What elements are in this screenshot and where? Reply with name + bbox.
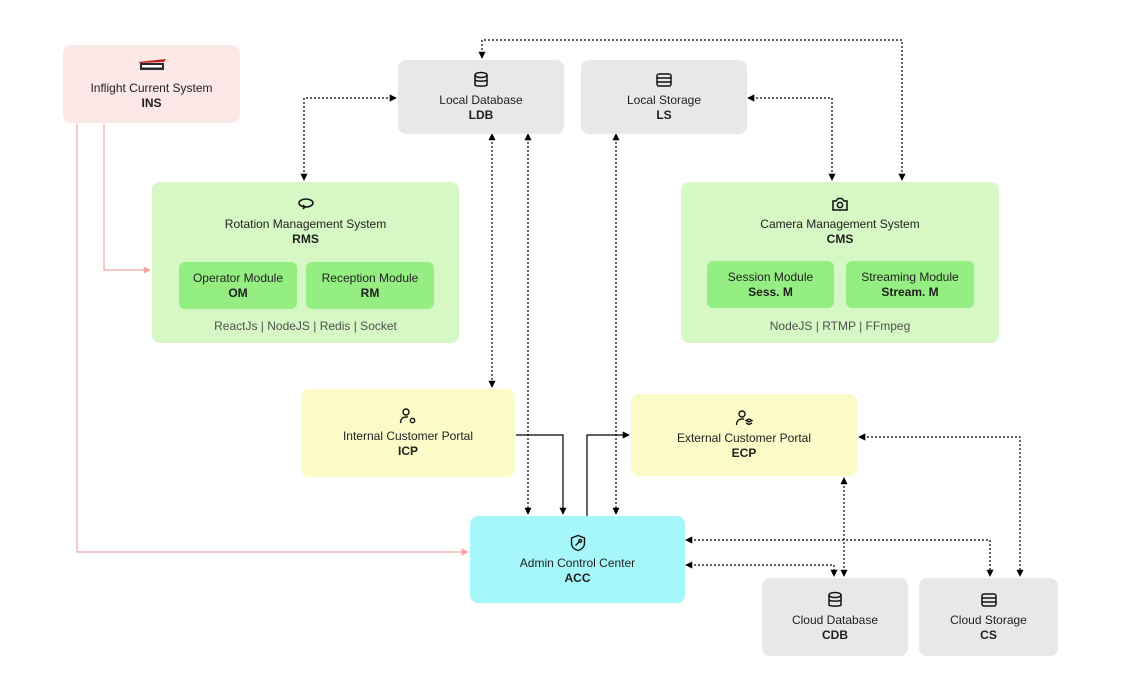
storage-icon xyxy=(980,591,998,609)
database-icon xyxy=(472,71,490,89)
node-cs: Cloud Storage CS xyxy=(919,578,1058,656)
module-code: OM xyxy=(228,285,248,300)
link-ls-cms xyxy=(747,94,836,181)
node-code: LS xyxy=(656,108,672,122)
module-code: Stream. M xyxy=(881,284,939,299)
node-rms: Rotation Management System RMS Operator … xyxy=(152,182,459,343)
node-title: Rotation Management System xyxy=(224,217,387,231)
module-code: RM xyxy=(360,285,380,300)
node-cdb: Cloud Database CDB xyxy=(762,578,908,656)
module-title: Operator Module xyxy=(192,270,284,285)
node-ecp: External Customer Portal ECP xyxy=(631,394,857,476)
link-acc-ecp xyxy=(586,431,630,516)
rotation-icon xyxy=(297,195,315,213)
node-code: LDB xyxy=(468,108,494,122)
node-title: Internal Customer Portal xyxy=(342,429,474,443)
node-ls: Local Storage LS xyxy=(581,60,747,134)
module-code: Sess. M xyxy=(748,284,793,299)
node-title: Inflight Current System xyxy=(90,81,213,95)
admin-wrench-icon xyxy=(569,534,587,552)
module-title: Streaming Module xyxy=(861,269,959,284)
node-code: INS xyxy=(141,96,162,110)
link-acc-cs xyxy=(685,536,994,577)
tech-stack: ReactJs | NodeJS | Redis | Socket xyxy=(214,319,397,333)
storage-icon xyxy=(655,71,673,89)
module-title: Reception Module xyxy=(321,270,419,285)
link-ins-rms xyxy=(103,124,151,274)
module-stream: Streaming Module Stream. M xyxy=(846,261,974,308)
node-code: CDB xyxy=(822,628,848,642)
node-ins: Inflight Current System INS xyxy=(63,45,240,123)
node-icp: Internal Customer Portal ICP xyxy=(301,389,515,477)
node-title: Camera Management System xyxy=(760,217,920,231)
module-title: Session Module xyxy=(727,269,814,284)
tech-stack: NodeJS | RTMP | FFmpeg xyxy=(769,319,911,333)
node-ldb: Local Database LDB xyxy=(398,60,564,134)
node-acc: Admin Control Center ACC xyxy=(470,516,685,603)
node-code: CS xyxy=(980,628,997,642)
node-title: Local Database xyxy=(439,93,523,107)
node-cms: Camera Management System CMS Session Mod… xyxy=(681,182,999,343)
node-title: External Customer Portal xyxy=(676,431,812,445)
module-rm: Reception Module RM xyxy=(306,262,434,309)
node-code: ACC xyxy=(564,570,591,585)
database-icon xyxy=(826,591,844,609)
node-title: Admin Control Center xyxy=(519,555,636,570)
link-rms-ldb xyxy=(300,94,397,181)
node-code: RMS xyxy=(292,232,319,246)
user-gear-icon xyxy=(399,407,417,425)
link-icp-acc xyxy=(516,434,567,515)
node-title: Cloud Database xyxy=(791,613,879,627)
node-code: CMS xyxy=(826,232,854,246)
inflight-current-logo xyxy=(136,57,168,76)
link-acc-cdb xyxy=(685,561,838,577)
node-title: Local Storage xyxy=(626,93,702,107)
module-om: Operator Module OM xyxy=(179,262,297,309)
user-stack-icon xyxy=(735,409,753,427)
module-sess: Session Module Sess. M xyxy=(707,261,834,308)
link-ecp-cs xyxy=(858,433,1024,577)
node-code: ICP xyxy=(397,444,418,458)
node-title: Cloud Storage xyxy=(950,613,1027,627)
camera-icon xyxy=(831,195,849,213)
node-code: ECP xyxy=(731,446,757,460)
